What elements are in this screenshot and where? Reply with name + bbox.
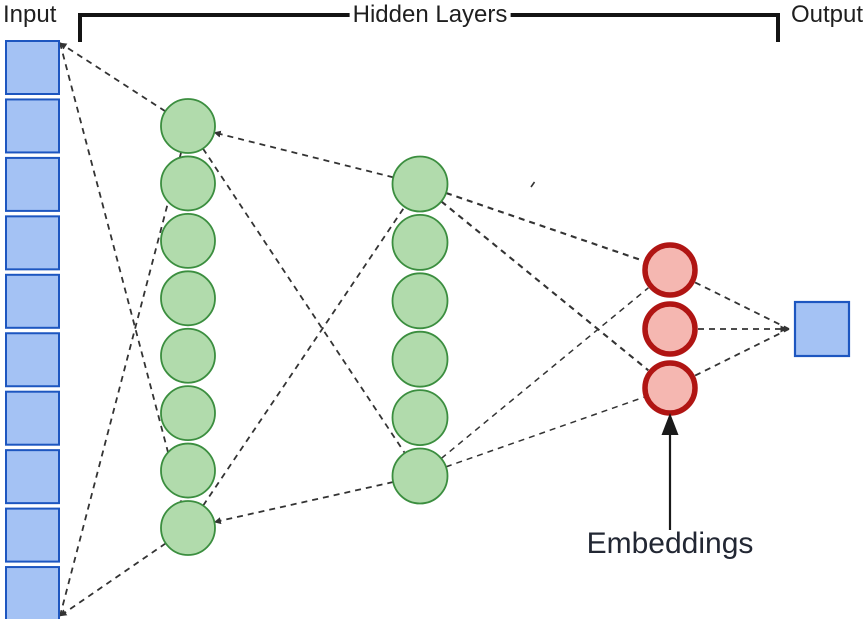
connection-line bbox=[213, 481, 394, 525]
connection-line bbox=[694, 281, 790, 330]
embedding-node bbox=[642, 360, 698, 416]
hidden1-node bbox=[160, 98, 216, 154]
connection-line bbox=[202, 148, 406, 454]
connection-line bbox=[213, 130, 394, 179]
input-node bbox=[5, 156, 60, 212]
input-node bbox=[5, 449, 60, 505]
output-label: Output bbox=[791, 1, 864, 28]
input-node bbox=[5, 332, 60, 388]
connection-line bbox=[59, 42, 166, 113]
hidden2-node bbox=[391, 213, 449, 271]
connection-line bbox=[59, 42, 182, 503]
connection-line bbox=[202, 206, 406, 507]
stray-mark bbox=[530, 181, 536, 188]
input-node bbox=[5, 273, 60, 329]
hidden2-node bbox=[391, 447, 449, 505]
hidden2-node bbox=[391, 155, 449, 213]
connection-line bbox=[694, 328, 790, 377]
input-node bbox=[5, 98, 60, 154]
input-node bbox=[5, 390, 60, 446]
hidden1-node bbox=[160, 270, 216, 327]
hidden2-node bbox=[391, 272, 449, 330]
connection-line bbox=[440, 200, 649, 372]
embedding-node bbox=[642, 242, 698, 298]
output-node bbox=[793, 300, 851, 358]
hidden1-node bbox=[160, 155, 216, 212]
connection-line bbox=[59, 542, 167, 617]
input-node bbox=[5, 215, 60, 271]
hidden1-node bbox=[160, 327, 216, 384]
connection-line bbox=[445, 191, 644, 262]
hidden2-node bbox=[391, 330, 449, 388]
hidden1-node bbox=[160, 500, 216, 556]
connection-line bbox=[440, 287, 649, 460]
hidden2-node bbox=[391, 389, 449, 447]
input-node bbox=[5, 507, 60, 563]
connection-line bbox=[445, 396, 644, 468]
hidden1-node bbox=[160, 212, 216, 269]
hidden1-node bbox=[160, 385, 216, 442]
input-node bbox=[5, 40, 60, 95]
input-label: Input bbox=[3, 1, 57, 28]
input-node bbox=[5, 566, 60, 619]
hidden1-node bbox=[160, 442, 216, 499]
embeddings-arrowhead bbox=[661, 413, 679, 435]
hidden-layers-label: Hidden Layers bbox=[349, 0, 511, 30]
embeddings-label: Embeddings bbox=[586, 527, 754, 560]
embedding-node bbox=[642, 301, 698, 357]
connection-line bbox=[59, 151, 183, 617]
